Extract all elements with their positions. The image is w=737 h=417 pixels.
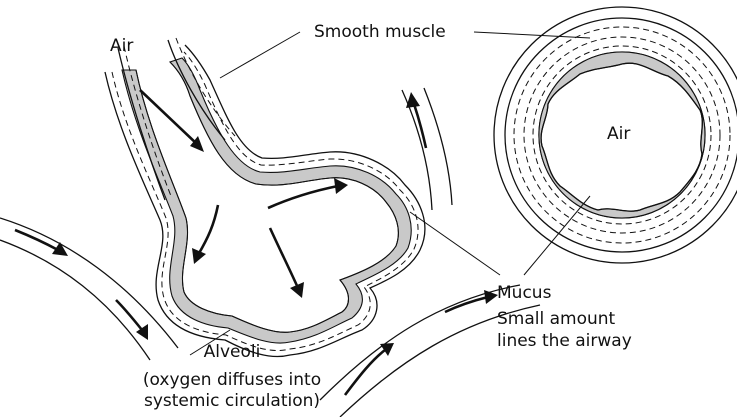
smooth-muscle-leader-right [474,32,590,38]
air-down-left-arrow [198,205,218,255]
air-right-arrowhead [334,178,348,194]
mucus-note-line-2: lines the airway [497,331,632,351]
airway-outer-wall [105,45,425,357]
air-down-left-arrowhead [192,248,206,264]
left-vessel-arrow-1 [15,230,58,250]
left-vessel-inner [0,240,150,360]
mucus-note-line-1: Small amount [497,309,615,329]
smooth-muscle-label: Smooth muscle [314,22,446,42]
air-entry-label: Air [110,36,133,56]
smooth-muscle-leader-left [220,32,300,78]
mucus-label: Mucus [497,283,551,303]
alveoli-mucus-layer [122,58,411,343]
top-vessel-outer [402,90,432,210]
top-vessel-arrowhead [406,92,420,108]
bottom-vessel-arrow-1 [345,350,385,395]
air-right-arrow [268,186,338,208]
left-vessel-outer [0,218,178,348]
alveoli-note-line-2: systemic circulation) [144,391,320,411]
smooth-muscle-dashed-1 [112,52,418,351]
alveoli-note-line-1: (oxygen diffuses into [143,370,321,390]
alveoli-label: Alveoli [204,342,261,362]
mucus-leader-left [410,212,500,275]
top-vessel-inner [424,88,452,205]
left-vessel-arrow-2 [116,300,142,330]
blood-vessels [0,88,540,417]
alveoli-structure [105,38,425,357]
air-down-arrow [270,228,298,288]
cross-section-air-label: Air [607,124,630,144]
